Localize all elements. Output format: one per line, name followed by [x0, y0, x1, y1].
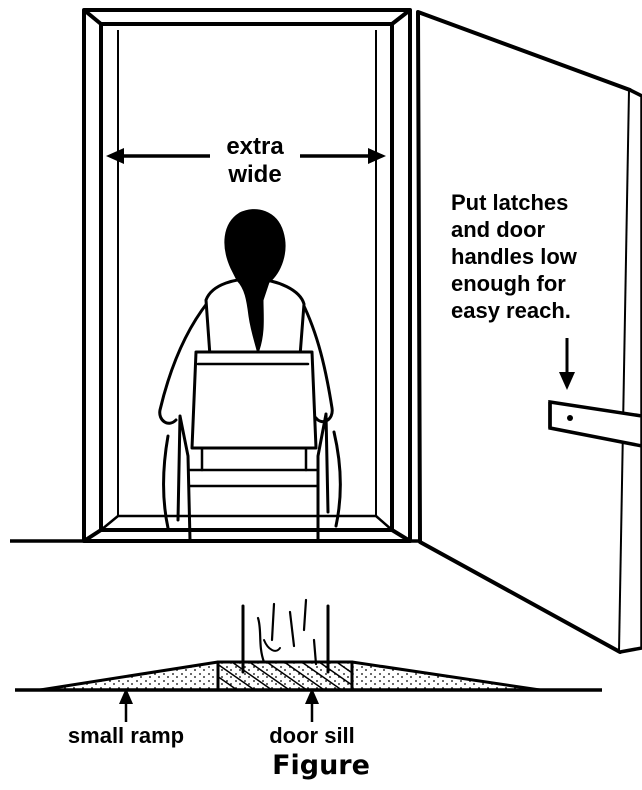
- latch-note-line2: and door: [451, 217, 546, 242]
- latch-note-line1: Put latches: [451, 190, 568, 215]
- figure-caption: Figure: [272, 750, 370, 781]
- latch-note-line3: handles low: [451, 244, 578, 269]
- person-in-wheelchair: [160, 211, 341, 540]
- latch-note: Put latches and door handles low enough …: [451, 190, 578, 323]
- latch-note-line4: enough for: [451, 271, 566, 296]
- open-door: [418, 12, 642, 652]
- sill-arrow: [305, 688, 319, 722]
- ramp-and-sill: [15, 662, 602, 690]
- latch-note-line5: easy reach.: [451, 298, 571, 323]
- sill-label: door sill: [269, 723, 355, 748]
- ramp-label: small ramp: [68, 723, 184, 748]
- width-label-line2: wide: [227, 161, 281, 188]
- ramp-arrow: [119, 688, 133, 722]
- width-label-line1: extra: [226, 133, 284, 160]
